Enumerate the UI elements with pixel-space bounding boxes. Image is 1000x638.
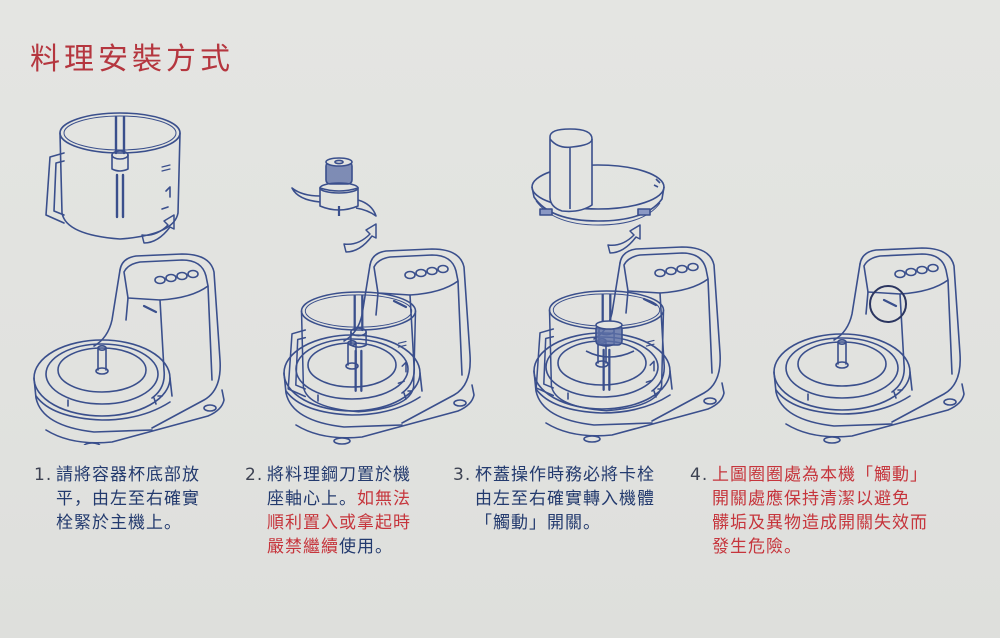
step-1-line-3: 栓緊於主機上。 bbox=[56, 513, 182, 533]
step-2-line-4: 嚴禁繼續使用。 bbox=[267, 535, 411, 559]
step-2-line-3: 順利置入或拿起時 bbox=[267, 513, 411, 533]
step-1-line-2: 平，由左至右確實 bbox=[56, 489, 200, 509]
step-2-warning-text: 嚴禁繼續 bbox=[267, 537, 339, 557]
step-2-normal-text: 使用。 bbox=[339, 537, 393, 557]
step-number: 3. bbox=[453, 465, 472, 485]
step-4-line-3: 髒垢及異物造成開關失效而 bbox=[712, 513, 928, 533]
step-3-line-1: 杯蓋操作時務必將卡栓 bbox=[475, 465, 655, 485]
step-4-line-1: 上圖圈圈處為本機「觸動」 bbox=[712, 465, 928, 485]
step-2-illustration bbox=[262, 150, 482, 450]
step-number: 2. bbox=[245, 465, 264, 485]
step-2-line-2: 座軸心上。如無法 bbox=[267, 487, 411, 511]
step-4-line-4: 發生危險。 bbox=[712, 537, 802, 557]
page-title: 料理安裝方式 bbox=[30, 42, 234, 77]
step-number: 4. bbox=[690, 465, 709, 485]
step-1-illustration bbox=[30, 105, 240, 445]
step-1-text: 1. 請將容器杯底部放 平，由左至右確實 栓緊於主機上。 bbox=[34, 463, 200, 535]
step-number: 1. bbox=[34, 465, 53, 485]
rotate-arrow-icon bbox=[141, 214, 175, 244]
step-4-line-2: 開關處應保持清潔以避免 bbox=[712, 489, 910, 509]
step-3-text: 3. 杯蓋操作時務必將卡栓 由左至右確實轉入機體 「觸動」開關。 bbox=[453, 463, 655, 535]
step-3-line-3: 「觸動」開關。 bbox=[475, 513, 601, 533]
step-3-illustration bbox=[510, 125, 730, 450]
step-3-line-2: 由左至右確實轉入機體 bbox=[475, 489, 655, 509]
step-1-line-1: 請將容器杯底部放 bbox=[56, 465, 200, 485]
step-4-illustration bbox=[770, 238, 980, 458]
step-2-warning-text: 如無法 bbox=[357, 489, 411, 509]
switch-highlight-circle-icon bbox=[869, 285, 907, 323]
rotate-arrow-icon bbox=[343, 223, 377, 253]
step-2-text: 2. 將料理鋼刀置於機 座軸心上。如無法 順利置入或拿起時 嚴禁繼續使用。 bbox=[245, 463, 411, 559]
step-4-text: 4. 上圖圈圈處為本機「觸動」 開關處應保持清潔以避免 髒垢及異物造成開關失效而… bbox=[690, 463, 928, 559]
step-2-normal-text: 座軸心上。 bbox=[267, 489, 357, 509]
step-2-line-1: 將料理鋼刀置於機 bbox=[267, 465, 411, 485]
